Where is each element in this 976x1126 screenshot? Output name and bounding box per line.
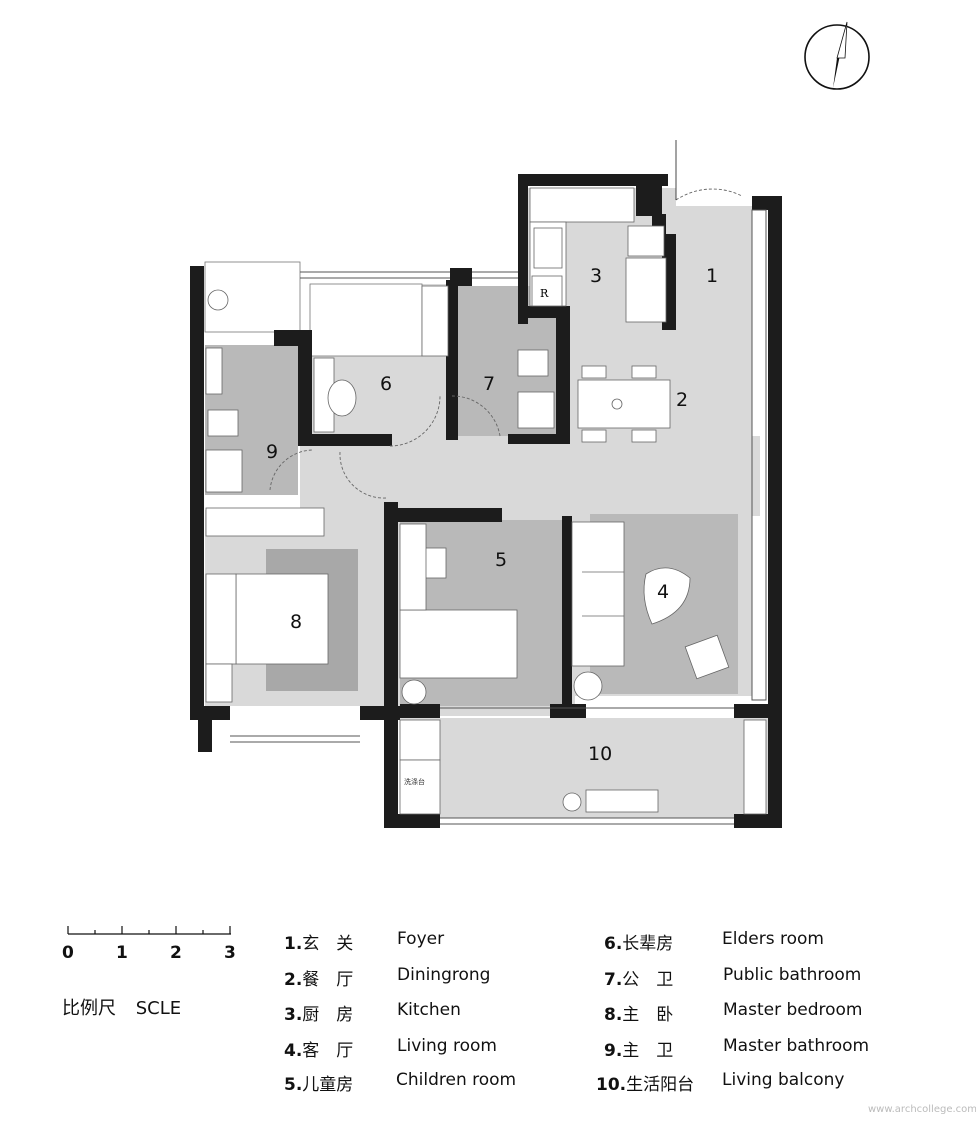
legend-en-4: Living room: [397, 1036, 497, 1056]
children-room-furniture: [399, 523, 427, 705]
legend-item-5: 5.儿童房: [284, 1070, 353, 1095]
legend-item-9: 9.主 卫: [604, 1036, 673, 1061]
legend-zh: 公 卫: [622, 970, 674, 990]
legend-zh: 长辈房: [622, 934, 674, 954]
legend-zh: 客 厅: [302, 1041, 354, 1061]
legend-num: 6.: [604, 934, 623, 954]
legend-en-10: Living balcony: [722, 1070, 845, 1090]
floor-fills: [204, 188, 770, 818]
legend-item-3: 3.厨 房: [284, 1000, 353, 1025]
legend-zh: 儿童房: [302, 1075, 354, 1095]
basin-label: 洗涤台: [404, 777, 425, 786]
legend-item-6: 6.长辈房: [604, 929, 673, 954]
room-label-7: 7: [483, 373, 495, 395]
legend-item-4: 4.客 厅: [284, 1036, 353, 1061]
room-label-1: 1: [706, 265, 718, 287]
legend-num: 8.: [604, 1005, 623, 1025]
legend-num: 9.: [604, 1041, 623, 1061]
legend-zh: 生活阳台: [626, 1075, 695, 1095]
legend-zh: 厨 房: [302, 1005, 354, 1025]
scale-tick-2: 2: [170, 943, 182, 963]
scale-title-en: SCLE: [135, 998, 182, 1019]
legend-en-5: Children room: [396, 1070, 517, 1090]
legend-num: 1.: [284, 934, 303, 954]
master-bath-fixtures: [205, 289, 243, 493]
legend-en-1: Foyer: [397, 929, 445, 949]
legend-zh: 玄 关: [302, 934, 354, 954]
dining-table: [577, 365, 671, 443]
master-bedroom-furniture: [205, 507, 325, 703]
legend-zh: 餐 厅: [302, 970, 354, 990]
legend-en-7: Public bathroom: [723, 965, 862, 985]
legend-item-7: 7.公 卫: [604, 965, 673, 990]
room-label-3: 3: [590, 265, 602, 287]
scale-tick-3: 3: [224, 943, 236, 963]
legend-num: 4.: [284, 1041, 303, 1061]
public-bath-fixtures: [517, 349, 555, 429]
legend-en-6: Elders room: [722, 929, 824, 949]
scale-tick-0: 0: [62, 943, 74, 963]
scale-title-zh: 比例尺: [62, 998, 116, 1019]
walls: [190, 174, 782, 828]
legend-num: 5.: [284, 1075, 303, 1095]
room-label-4: 4: [657, 581, 669, 603]
legend-item-1: 1.玄 关: [284, 929, 353, 954]
legend-zh: 主 卫: [622, 1041, 674, 1061]
room-labels: 1 2 3 4 5 6 7 8 9 10: [266, 265, 718, 765]
legend-num: 7.: [604, 970, 623, 990]
scale-title: 比例尺 SCLE: [62, 994, 181, 1020]
legend-num: 10.: [596, 1075, 627, 1095]
legend-en-8: Master bedroom: [723, 1000, 863, 1020]
legend-num: 3.: [284, 1005, 303, 1025]
legend-item-8: 8.主 卧: [604, 1000, 673, 1025]
elders-room-furniture: [313, 285, 449, 433]
legend-en-2: Diningrong: [397, 965, 491, 985]
room-label-6: 6: [380, 373, 392, 395]
legend-num: 2.: [284, 970, 303, 990]
room-label-5: 5: [495, 549, 507, 571]
north-arrow-icon: [804, 21, 870, 90]
legend-zh: 主 卧: [622, 1005, 674, 1025]
fridge-label: R: [540, 287, 549, 300]
living-room-furniture: [571, 521, 730, 701]
room-label-9: 9: [266, 441, 278, 463]
scale-bar: [67, 926, 231, 935]
legend-en-9: Master bathroom: [723, 1036, 870, 1056]
watermark: www.archcollege.com: [868, 1104, 976, 1115]
balcony-fixtures: [399, 719, 767, 815]
scale-tick-1: 1: [116, 943, 128, 963]
room-label-8: 8: [290, 611, 302, 633]
doors: [269, 140, 743, 499]
room-label-2: 2: [676, 389, 688, 411]
legend-item-2: 2.餐 厅: [284, 965, 353, 990]
room-label-10: 10: [588, 743, 612, 765]
kitchen-fixtures: [529, 187, 667, 323]
legend-en-3: Kitchen: [397, 1000, 461, 1020]
legend-item-10: 10.生活阳台: [596, 1070, 694, 1095]
windows: [230, 209, 767, 825]
